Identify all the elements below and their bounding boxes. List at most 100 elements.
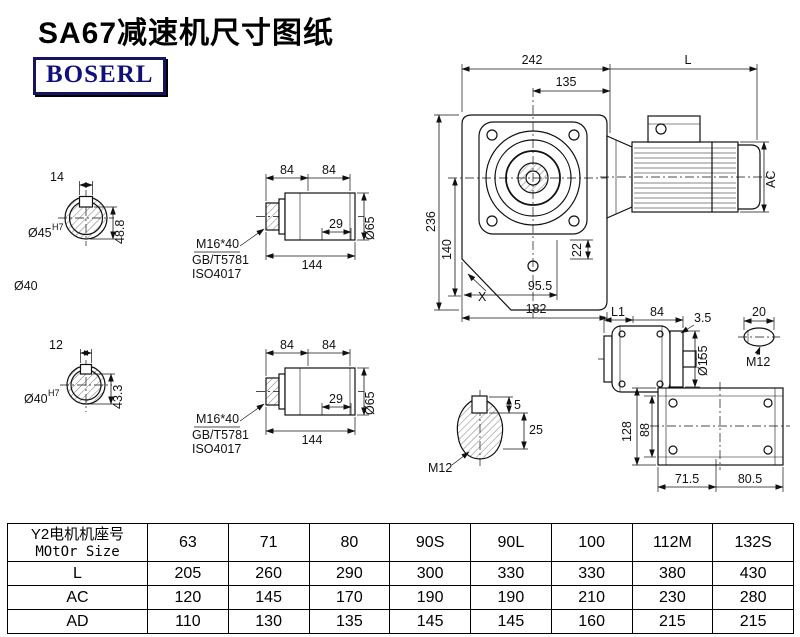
keyway-slot <box>78 195 94 208</box>
cell: 145 <box>470 609 552 634</box>
dim-seg1: 84 <box>280 338 294 352</box>
brand-logo-text: BOSERL <box>46 61 154 88</box>
row-label: L <box>7 561 148 586</box>
cell: 280 <box>712 585 794 610</box>
dim-base1: 95.5 <box>528 279 552 293</box>
view-shaft-end-bottom: 12 43.3 Ø40 H7 <box>24 338 125 412</box>
col-header: 90S <box>389 523 471 562</box>
dim-housing-height: 236 <box>424 211 438 232</box>
gearbox-top-body <box>611 325 671 393</box>
dim-seg2: 84 <box>322 163 336 177</box>
dia-label: Ø40 <box>24 392 48 406</box>
dim-height-inner: 88 <box>638 423 652 437</box>
dim-key-height: 43.3 <box>111 385 125 409</box>
dim-key-length: 29 <box>329 392 343 406</box>
col-header: 90L <box>470 523 552 562</box>
col-header: 112M <box>631 523 714 562</box>
washer <box>278 198 286 235</box>
dim-flange-dia: Ø155 <box>696 345 710 376</box>
table-row-L: L 205 260 290 300 330 330 380 430 <box>7 561 794 586</box>
dim-length: 25 <box>529 423 543 437</box>
cell: 430 <box>712 561 794 586</box>
technical-drawing: 14 48.8 Ø45 H7 Ø40 12 <box>14 53 790 492</box>
std-label-1: GB/T5781 <box>192 253 249 267</box>
thread-label: M12 <box>428 461 452 475</box>
dim-seg2: 84 <box>322 338 336 352</box>
view-shaft-side-bottom: 84 84 29 144 Ø65 M16*40 GB/T5781 ISO4017 <box>192 338 377 456</box>
dim-base2: 80.5 <box>738 472 762 486</box>
std-label-1: GB/T5781 <box>192 428 249 442</box>
cell: 130 <box>227 609 310 634</box>
cell: 110 <box>147 609 229 634</box>
view-side-top: L1 84 3.5 20 Ø155 M12 <box>598 305 780 393</box>
header-en: MOtOr Size <box>35 543 120 560</box>
dim-key-length: 29 <box>329 217 343 231</box>
bolt-head <box>265 377 280 406</box>
keyway-slot <box>471 395 488 414</box>
dim-base1: 71.5 <box>675 472 699 486</box>
dim-seg1: 84 <box>280 163 294 177</box>
row-label: AD <box>7 609 148 634</box>
dim-l1: L1 <box>611 305 625 319</box>
cell: 215 <box>631 609 714 634</box>
col-header: 100 <box>550 523 633 562</box>
dim-key-width: 14 <box>50 170 64 184</box>
table-row-AC: AC 120 145 170 190 190 210 230 280 <box>7 585 794 610</box>
table-row-AD: AD 110 130 135 145 145 160 215 215 <box>7 609 794 634</box>
col-header: 71 <box>227 523 310 562</box>
std-label-2: ISO4017 <box>192 267 241 281</box>
dim-step: 22 <box>570 243 584 257</box>
cell: 290 <box>308 561 391 586</box>
dia-label: Ø45 <box>28 226 52 240</box>
shaft-body <box>284 367 356 416</box>
dim-motor-height: AC <box>764 171 778 188</box>
cell: 170 <box>308 585 391 610</box>
mount-body <box>657 387 784 466</box>
col-header: 63 <box>147 523 229 562</box>
cell: 190 <box>470 585 552 610</box>
dim-len: 84 <box>650 305 664 319</box>
dim-height: 128 <box>620 421 634 442</box>
output-shaft <box>682 350 697 368</box>
washer <box>278 373 286 410</box>
col-header: 80 <box>308 523 391 562</box>
dim-total-length: 144 <box>302 258 323 272</box>
cell: 330 <box>470 561 552 586</box>
bolt-label: M16*40 <box>196 412 239 426</box>
dia-tolerance: H7 <box>52 222 64 232</box>
cell: 160 <box>550 609 633 634</box>
header-motor-size: Y2电机机座号 MOtOr Size <box>7 523 148 562</box>
dim-key-width: 20 <box>752 305 766 319</box>
view-bottom-mount: 128 88 71.5 80.5 <box>620 382 790 492</box>
keyway-slot <box>79 363 93 375</box>
cell: 215 <box>712 609 794 634</box>
dim-base2: 182 <box>526 302 547 316</box>
view-main-front: 242 L 135 236 140 22 95.5 <box>424 53 778 322</box>
cell: 330 <box>550 561 633 586</box>
dim-depth: 5 <box>514 398 521 412</box>
cell: 190 <box>389 585 471 610</box>
dia-tolerance: H7 <box>48 388 60 398</box>
dim-key-height: 48.8 <box>113 220 127 244</box>
brand-logo: BOSERL <box>33 57 167 95</box>
dim-motor-length: L <box>685 53 692 67</box>
thread-label: M12 <box>746 355 770 369</box>
dim-dia: Ø65 <box>363 216 377 240</box>
dim-total-length: 144 <box>302 433 323 447</box>
bolt-label: M16*40 <box>196 237 239 251</box>
bolt-head <box>265 202 280 231</box>
cell: 260 <box>227 561 310 586</box>
cell: 205 <box>147 561 229 586</box>
page-title: SA67减速机尺寸图纸 <box>38 17 335 50</box>
view-key-section: 5 25 M12 <box>428 390 543 475</box>
header-cn: Y2电机机座号 <box>30 525 125 543</box>
cell: 120 <box>147 585 229 610</box>
dim-center-height: 140 <box>440 239 454 260</box>
cell: 300 <box>389 561 471 586</box>
std-label-2: ISO4017 <box>192 442 241 456</box>
row-label: AC <box>7 585 148 610</box>
dim-housing-width: 242 <box>522 53 543 67</box>
face-mark-label: X <box>478 290 487 304</box>
cell: 145 <box>227 585 310 610</box>
col-header: 132S <box>712 523 794 562</box>
